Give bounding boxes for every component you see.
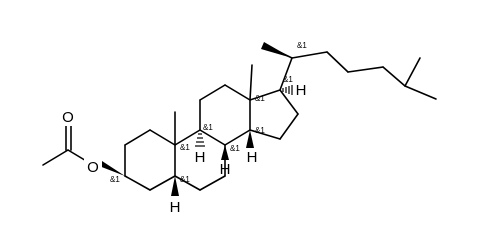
ester-oxygen-label: O: [87, 159, 99, 176]
carbonyl-oxygen-label: O: [62, 109, 74, 126]
stereo-flag-c3: &1: [110, 175, 120, 184]
stereo-flag-c20: &1: [297, 41, 307, 50]
stereo-flag-c10: &1: [180, 143, 190, 152]
atom-labels: O O H H H H H: [58, 82, 306, 216]
h-c17-label: H: [296, 82, 307, 99]
stereo-flag-c14: &1: [255, 126, 265, 135]
stereo-flag-c13: &1: [255, 94, 265, 103]
h-c5-label: H: [170, 199, 181, 216]
skeleton-bonds: [42, 45, 437, 191]
stereo-flag-c9: &1: [203, 123, 213, 132]
stereo-flag-c17: &1: [283, 75, 293, 84]
wedge-bonds: [99, 42, 292, 196]
stereo-flag-c5: &1: [180, 175, 190, 184]
h-c9-label: H: [195, 149, 206, 166]
h-c14-label: H: [247, 149, 258, 166]
hash-bonds: [195, 85, 293, 147]
h-c8-label: H: [220, 161, 231, 178]
stereo-flag-c8: &1: [230, 144, 240, 153]
stereo-flags: &1 &1 &1 &1 &1 &1 &1 &1 &1: [110, 41, 307, 184]
